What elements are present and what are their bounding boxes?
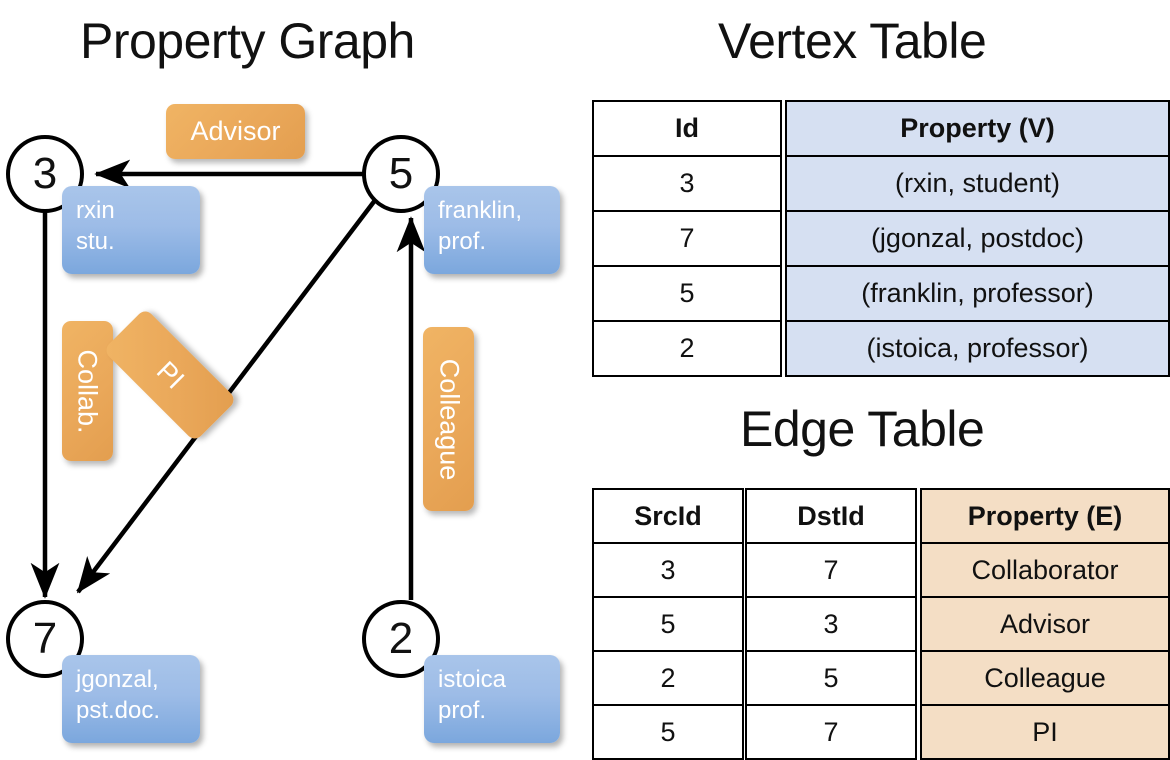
node-property-line-2: prof. bbox=[438, 227, 487, 255]
edge-table-cell-dstid: 7 bbox=[747, 544, 915, 598]
graph-edges-svg bbox=[30, 159, 426, 600]
edge-table: SrcId 3 5 2 5 DstId 7 3 5 7 Property (E)… bbox=[592, 488, 1170, 760]
vertex-table-cell-property: (rxin, student) bbox=[787, 157, 1168, 212]
edge-label-collab-text: Collab. bbox=[73, 348, 104, 434]
graph-node-3-label: 3 bbox=[32, 149, 58, 198]
edge-table-header-dstid: DstId bbox=[747, 490, 915, 544]
vertex-table-cell-property: (jgonzal, postdoc) bbox=[787, 212, 1168, 267]
vertex-table-cell-id: 7 bbox=[594, 212, 780, 267]
edge-table-column-srcid: SrcId 3 5 2 5 bbox=[592, 488, 744, 760]
graph-node-2-label: 2 bbox=[388, 614, 414, 663]
edge-label-colleague-text: Colleague bbox=[434, 358, 464, 480]
node-property-line-2: prof. bbox=[438, 696, 487, 724]
edge-label-collab[interactable]: Collab. bbox=[62, 321, 113, 461]
vertex-table-header-id: Id bbox=[594, 102, 780, 157]
edge-table-cell-srcid: 5 bbox=[594, 598, 742, 652]
graph-node-5[interactable]: 5 bbox=[362, 135, 440, 213]
edge-table-cell-dstid: 7 bbox=[747, 706, 915, 760]
page-title-edge-table: Edge Table bbox=[740, 401, 985, 457]
node-property-box-franklin[interactable]: franklin, prof. bbox=[424, 186, 560, 274]
edge-label-colleague[interactable]: Colleague bbox=[423, 327, 474, 511]
page-title-vertex-table: Vertex Table bbox=[718, 13, 987, 69]
graph-node-7-label: 7 bbox=[32, 614, 58, 663]
edge-table-cell-dstid: 3 bbox=[747, 598, 915, 652]
edge-table-cell-property: PI bbox=[922, 706, 1168, 760]
edge-table-cell-property: Colleague bbox=[922, 652, 1168, 706]
vertex-table-column-property: Property (V) (rxin, student) (jgonzal, p… bbox=[785, 100, 1170, 377]
edge-table-column-dstid: DstId 7 3 5 7 bbox=[745, 488, 917, 760]
edge-table-cell-property: Collaborator bbox=[922, 544, 1168, 598]
node-property-line-1: istoica bbox=[438, 666, 507, 693]
edge-5-to-7-pi bbox=[76, 189, 384, 594]
graph-node-5-label: 5 bbox=[388, 149, 414, 198]
edge-table-header-property: Property (E) bbox=[922, 490, 1168, 544]
edge-table-header-srcid: SrcId bbox=[594, 490, 742, 544]
vertex-table-column-id: Id 3 7 5 2 bbox=[592, 100, 782, 377]
edge-table-cell-dstid: 5 bbox=[747, 652, 915, 706]
node-property-line-1: rxin bbox=[76, 197, 115, 224]
edge-label-advisor-text: Advisor bbox=[190, 116, 281, 146]
vertex-table-cell-property: (franklin, professor) bbox=[787, 267, 1168, 322]
graph-node-2[interactable]: 2 bbox=[362, 600, 440, 678]
edge-table-cell-srcid: 3 bbox=[594, 544, 742, 598]
node-property-line-2: pst.doc. bbox=[76, 696, 161, 724]
edge-table-cell-property: Advisor bbox=[922, 598, 1168, 652]
node-property-box-istoica[interactable]: istoica prof. bbox=[424, 655, 560, 743]
vertex-table-cell-id: 5 bbox=[594, 267, 780, 322]
property-graph-diagram: 3 5 7 2 rxin stu. franklin, prof. jgonza… bbox=[6, 104, 560, 743]
node-property-box-jgonzal[interactable]: jgonzal, pst.doc. bbox=[62, 655, 200, 743]
node-property-line-1: franklin, bbox=[438, 197, 523, 224]
vertex-table-cell-id: 3 bbox=[594, 157, 780, 212]
edge-table-cell-srcid: 2 bbox=[594, 652, 742, 706]
edge-label-pi-text: PI bbox=[150, 355, 190, 395]
page-title-property-graph: Property Graph bbox=[80, 13, 415, 69]
node-property-box-rxin[interactable]: rxin stu. bbox=[62, 186, 200, 274]
node-property-line-1: jgonzal, bbox=[76, 666, 159, 693]
node-property-line-2: stu. bbox=[76, 227, 115, 255]
vertex-table-cell-id: 2 bbox=[594, 322, 780, 377]
edge-label-advisor[interactable]: Advisor bbox=[166, 104, 305, 159]
vertex-table-header-property: Property (V) bbox=[787, 102, 1168, 157]
edge-table-cell-srcid: 5 bbox=[594, 706, 742, 760]
vertex-table-cell-property: (istoica, professor) bbox=[787, 322, 1168, 377]
edge-table-column-property: Property (E) Collaborator Advisor Collea… bbox=[920, 488, 1170, 760]
vertex-table: Id 3 7 5 2 Property (V) (rxin, student) … bbox=[592, 100, 1170, 377]
